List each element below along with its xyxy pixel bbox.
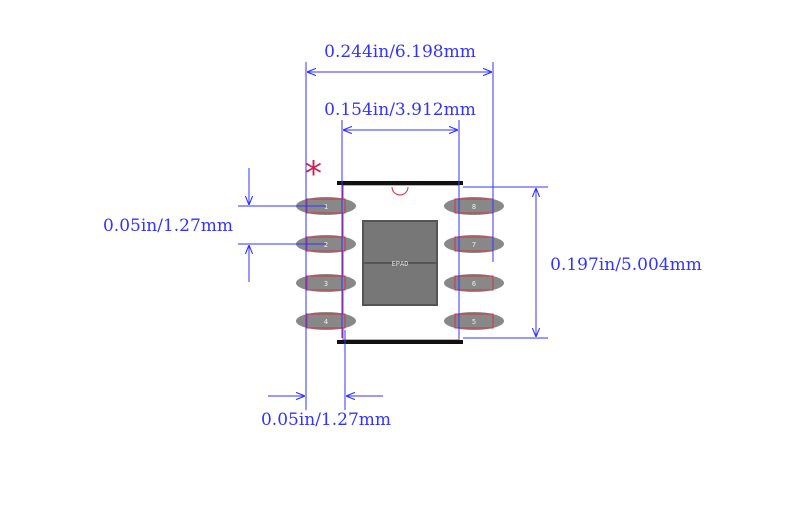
pin-label-2: 2 bbox=[324, 241, 328, 249]
pin-label-8: 8 bbox=[472, 203, 476, 211]
pads-right: 8 7 6 5 bbox=[444, 197, 504, 330]
dim-pitch bbox=[238, 168, 326, 282]
pin-label-7: 7 bbox=[472, 241, 476, 249]
dim-overall-width bbox=[305, 62, 494, 410]
pad-8: 8 bbox=[444, 197, 504, 215]
top-body-bar bbox=[337, 181, 463, 185]
pad-width-label: 0.05in/1.27mm bbox=[261, 410, 391, 430]
dim-body-width bbox=[341, 120, 460, 338]
pin-label-1: 1 bbox=[324, 203, 328, 211]
pad-4: 4 bbox=[296, 312, 356, 330]
body-width-label: 0.154in/3.912mm bbox=[324, 100, 476, 120]
pad-6: 6 bbox=[444, 274, 504, 292]
bottom-body-bar bbox=[337, 340, 463, 344]
pitch-label: 0.05in/1.27mm bbox=[103, 216, 233, 236]
dim-pad-width bbox=[268, 330, 383, 410]
dim-body-height bbox=[463, 186, 548, 339]
pad-3: 3 bbox=[296, 274, 356, 292]
pin1-notch bbox=[391, 186, 409, 196]
pin-label-4: 4 bbox=[324, 318, 328, 326]
pad-5: 5 bbox=[444, 312, 504, 330]
pin-label-5: 5 bbox=[472, 318, 476, 326]
pin-label-3: 3 bbox=[324, 280, 328, 288]
pads-left: 1 2 3 4 bbox=[296, 197, 356, 330]
pin-label-6: 6 bbox=[472, 280, 476, 288]
pin1-marker: * bbox=[305, 154, 322, 194]
epad: EPAD bbox=[362, 220, 438, 306]
body-height-label: 0.197in/5.004mm bbox=[550, 255, 702, 275]
overall-width-label: 0.244in/6.198mm bbox=[324, 42, 476, 62]
pad-7: 7 bbox=[444, 235, 504, 253]
epad-label: EPAD bbox=[392, 260, 409, 268]
